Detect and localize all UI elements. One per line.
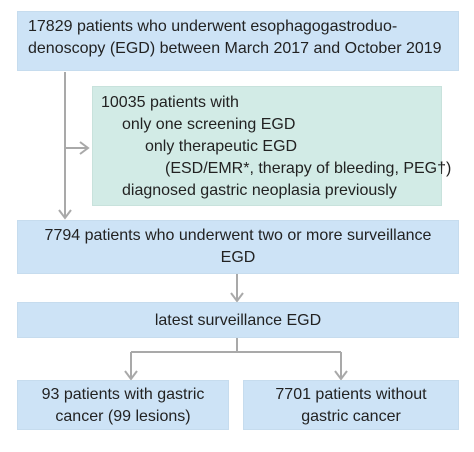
no-gastric-cancer-line-1: 7701 patients without — [275, 386, 427, 403]
surveillance-cohort-line-1: 7794 patients who underwent two or more … — [44, 227, 432, 244]
excluded-item-2-detail: (ESD/EMR*, therapy of bleeding, PEG†) — [165, 160, 452, 177]
no-gastric-cancer-box: 7701 patients without gastric cancer — [243, 380, 459, 430]
arrowhead-to-cancer — [124, 370, 138, 381]
arrowhead-to-surveillance — [58, 209, 72, 220]
gastric-cancer-line-1: 93 patients with gastric — [41, 386, 205, 403]
arrowhead-to-excluded — [79, 141, 90, 155]
excluded-heading: 10035 patients with — [101, 94, 239, 111]
gastric-cancer-box: 93 patients with gastric cancer (99 lesi… — [17, 380, 229, 430]
surveillance-cohort-box: 7794 patients who underwent two or more … — [17, 220, 459, 274]
no-gastric-cancer-line-2: gastric cancer — [301, 408, 401, 425]
latest-surveillance-box: latest surveillance EGD — [17, 302, 459, 338]
initial-cohort-line-1: 17829 patients who underwent esophagogas… — [28, 18, 398, 35]
excluded-item-3: diagnosed gastric neoplasia previously — [122, 182, 397, 199]
excluded-box: 10035 patients with only one screening E… — [92, 86, 451, 206]
excluded-item-2: only therapeutic EGD — [145, 138, 298, 155]
latest-surveillance-label: latest surveillance EGD — [154, 312, 322, 329]
initial-cohort-line-2: denoscopy (EGD) between March 2017 and O… — [28, 40, 442, 57]
excluded-item-1: only one screening EGD — [122, 116, 296, 133]
arrowhead-to-latest — [230, 292, 244, 303]
surveillance-cohort-line-2: EGD — [220, 249, 256, 266]
gastric-cancer-line-2: cancer (99 lesions) — [55, 408, 191, 425]
initial-cohort-box: 17829 patients who underwent esophagogas… — [17, 11, 459, 71]
arrowhead-to-no-cancer — [334, 370, 348, 381]
